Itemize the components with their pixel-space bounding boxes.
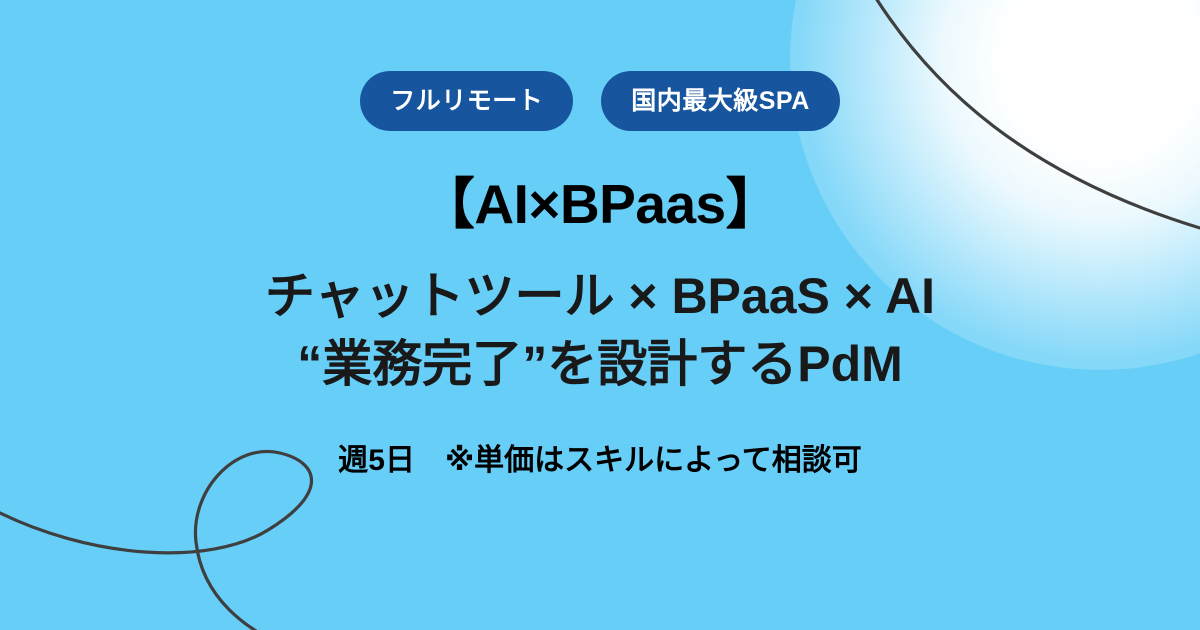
badge-largest-spa-label: 国内最大級SPA [631,86,810,115]
subline-secondary: “業務完了”を設計するPdM [297,336,903,392]
badge-row: フルリモート 国内最大級SPA [360,71,840,131]
badge-full-remote-label: フルリモート [390,86,544,115]
footnote: 週5日 ※単価はスキルによって相談可 [338,444,862,477]
headline: 【AI×BPaas】 [419,173,781,235]
subline-primary: チャットツール × BPaaS × AI [264,268,936,324]
badge-full-remote: フルリモート [360,71,574,131]
badge-largest-spa: 国内最大級SPA [601,71,840,131]
subline-block: チャットツール × BPaaS × AI “業務完了”を設計するPdM [265,268,935,392]
